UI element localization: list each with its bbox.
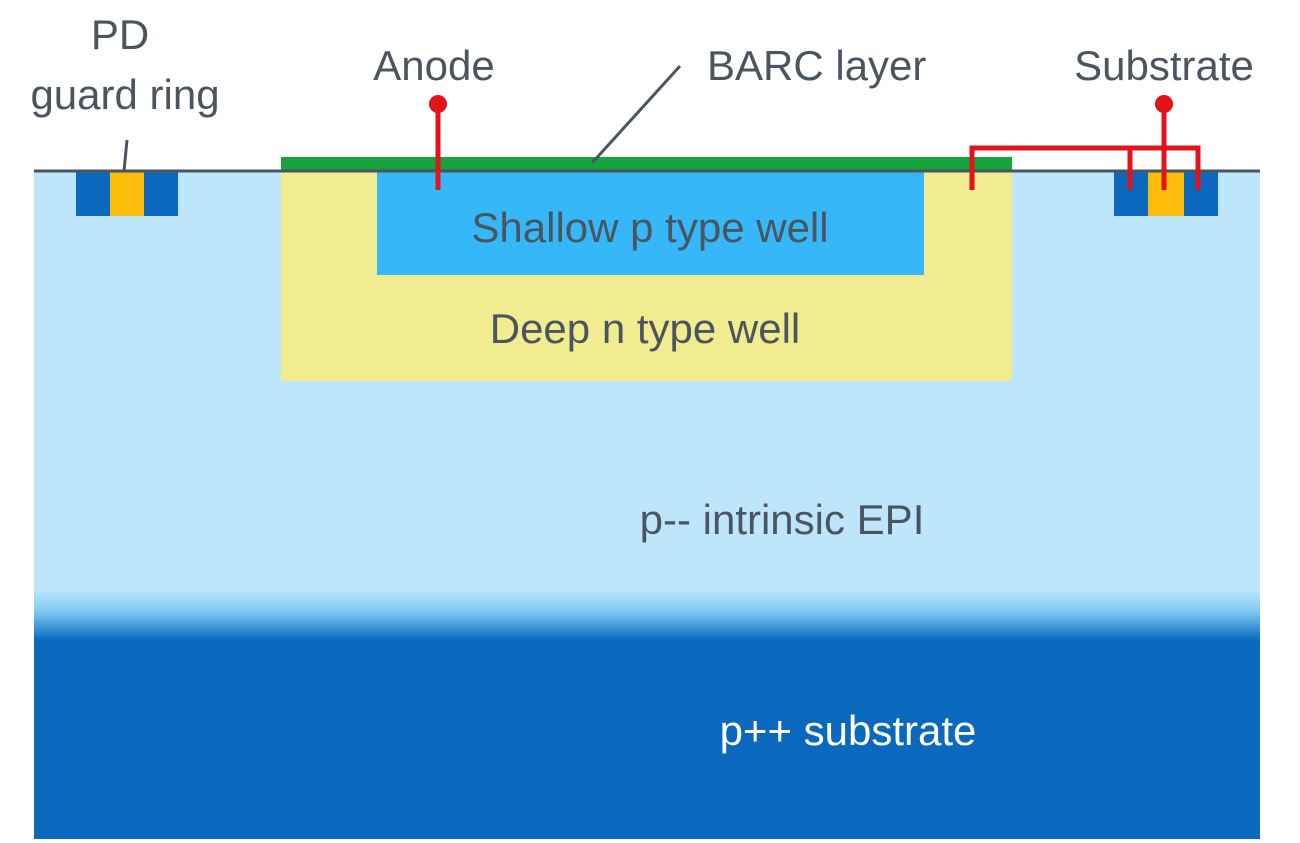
shallow-p-well — [377, 171, 924, 275]
substrate-contact-ring — [1114, 0, 1218, 843]
substrate-contact-label: Substrate — [1074, 42, 1254, 89]
epi-substrate-transition — [34, 590, 1260, 640]
substrate-layer — [34, 640, 1260, 839]
substrate-layer-label: p++ substrate — [719, 707, 977, 754]
substrate-pin-icon — [1155, 95, 1173, 113]
pd-guard-ring-left — [76, 0, 178, 843]
barc-layer-label: BARC layer — [707, 42, 927, 89]
substrate-contact-wiring — [969, 95, 1201, 190]
guard-ring-inner-segment — [110, 172, 144, 216]
shallow-well-label: Shallow p type well — [471, 204, 829, 251]
barc-layer — [281, 157, 1012, 170]
anode-pin-icon — [429, 95, 447, 113]
guard-ring-outer-right-segment — [144, 172, 178, 216]
guard-ring-outer-left-segment — [76, 172, 110, 216]
guard-ring-leader-line — [122, 139, 129, 172]
contact-ring-outer-right-segment — [1184, 172, 1218, 216]
barc-leader-line — [590, 64, 682, 165]
anode-label: Anode — [373, 42, 495, 89]
epi-label: p-- intrinsic EPI — [639, 496, 925, 543]
pd-guard-ring-label-line1: PD — [90, 11, 150, 58]
anode-contact — [429, 95, 447, 190]
pd-guard-ring-label-line2: guard ring — [30, 71, 220, 118]
deep-well-label: Deep n type well — [489, 305, 801, 352]
